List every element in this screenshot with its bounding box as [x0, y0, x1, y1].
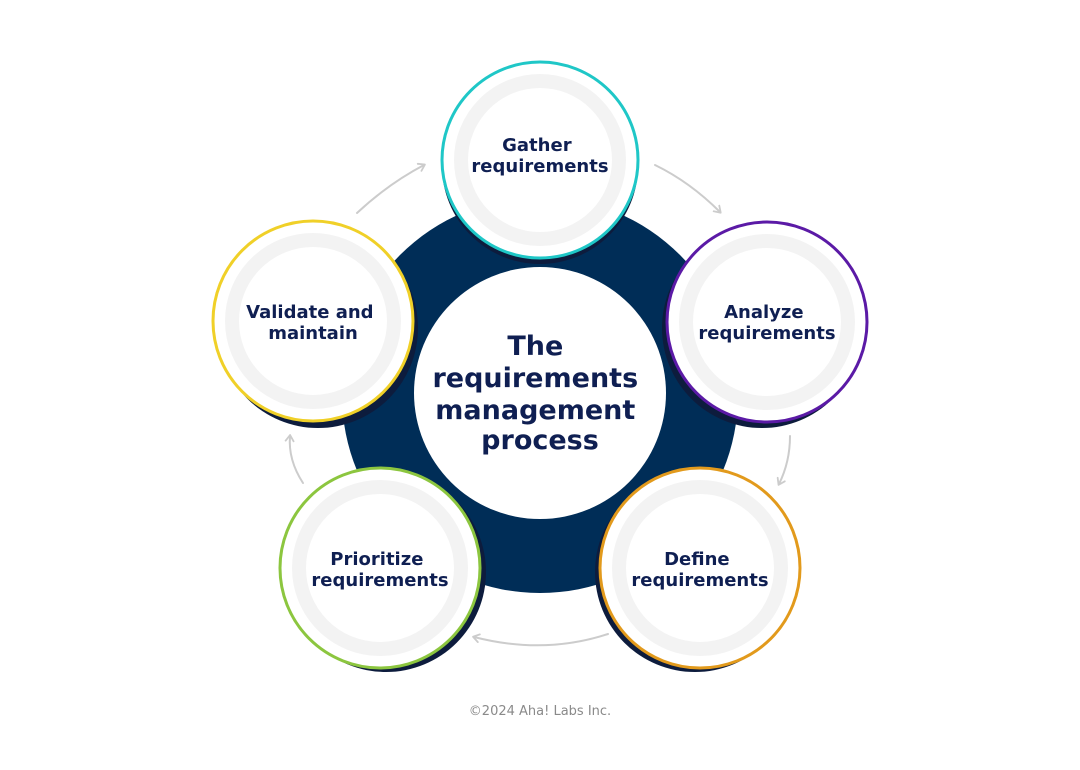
center-title-line-4: process [481, 425, 599, 456]
step-validate-label: Validate and maintain [246, 302, 380, 344]
arrow-prioritize-to-validate [284, 434, 304, 484]
step-define-label-line-1: Define [664, 549, 730, 570]
step-gather-label-line-2: requirements [471, 156, 608, 177]
step-analyze-label-line-2: requirements [698, 323, 835, 344]
center-disc [414, 267, 666, 519]
step-define-label: Define requirements [631, 549, 768, 591]
cycle-arrows [284, 162, 791, 647]
step-analyze-inner [679, 234, 855, 410]
step-define-label-line-2: requirements [631, 570, 768, 591]
step-validate-label-line-1: Validate and [246, 302, 373, 323]
step-gather: Gather requirements [440, 60, 640, 264]
step-validate-inner [225, 233, 401, 409]
step-prioritize-label: Prioritize requirements [311, 549, 448, 591]
step-prioritize: Prioritize requirements [278, 466, 486, 672]
step-validate: Validate and maintain [211, 219, 418, 428]
step-analyze-label-line-1: Analyze [724, 302, 803, 323]
center-title-line-2: requirements [432, 363, 638, 394]
step-define-inner [612, 480, 788, 656]
copyright-text: ©2024 Aha! Labs Inc. [469, 704, 611, 719]
step-prioritize-inner [292, 480, 468, 656]
arrow-gather-to-analyze [654, 164, 722, 214]
step-prioritize-label-line-2: requirements [311, 570, 448, 591]
step-gather-inner [454, 74, 626, 246]
center-title-line-1: The [507, 331, 563, 362]
step-prioritize-label-line-1: Prioritize [330, 549, 423, 570]
arrow-define-to-prioritize [472, 633, 609, 647]
center-title: The requirements management process [432, 331, 647, 456]
step-define: Define requirements [595, 466, 802, 672]
step-analyze: Analyze requirements [662, 220, 869, 428]
step-validate-label-line-2: maintain [268, 323, 358, 344]
step-gather-label: Gather requirements [471, 135, 608, 177]
arrow-analyze-to-define [776, 435, 791, 486]
center-title-line-3: management [435, 395, 635, 426]
step-analyze-label: Analyze requirements [698, 302, 835, 344]
step-gather-label-line-1: Gather [502, 135, 572, 156]
arrow-validate-to-gather [356, 162, 426, 214]
